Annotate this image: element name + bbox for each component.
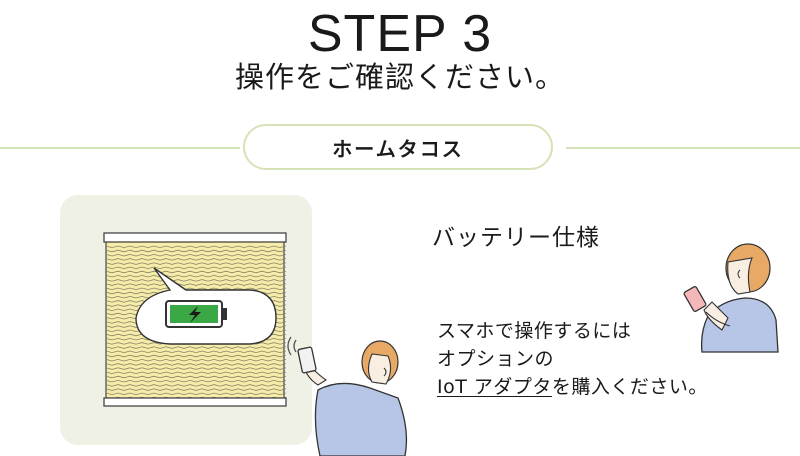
description-line-2: オプションの xyxy=(437,348,555,370)
smartphone-icon xyxy=(297,346,317,374)
divider-right xyxy=(566,147,800,149)
iot-adapter-link[interactable]: IoT アダプタ xyxy=(437,376,552,398)
page-subtitle: 操作をご確認ください。 xyxy=(234,60,565,94)
description-line-3: IoT アダプタを購入ください。 xyxy=(437,373,708,401)
product-name-badge: ホームタコス xyxy=(243,124,553,170)
person-with-phone-illustration xyxy=(287,336,408,456)
description-line-1: スマホで操作するには xyxy=(437,320,632,342)
divider-left xyxy=(0,147,240,149)
battery-speech-bubble xyxy=(135,267,277,345)
description-line-3-rest: を購入ください。 xyxy=(551,376,708,398)
step-title: STEP 3 xyxy=(307,5,493,63)
battery-charging-icon xyxy=(165,300,227,328)
feature-label: バッテリー仕様 xyxy=(432,225,600,251)
description-text: スマホで操作するには オプションの IoT アダプタを購入ください。 xyxy=(437,317,708,401)
person-using-phone-illustration xyxy=(683,243,779,353)
signal-waves-icon xyxy=(287,336,297,356)
